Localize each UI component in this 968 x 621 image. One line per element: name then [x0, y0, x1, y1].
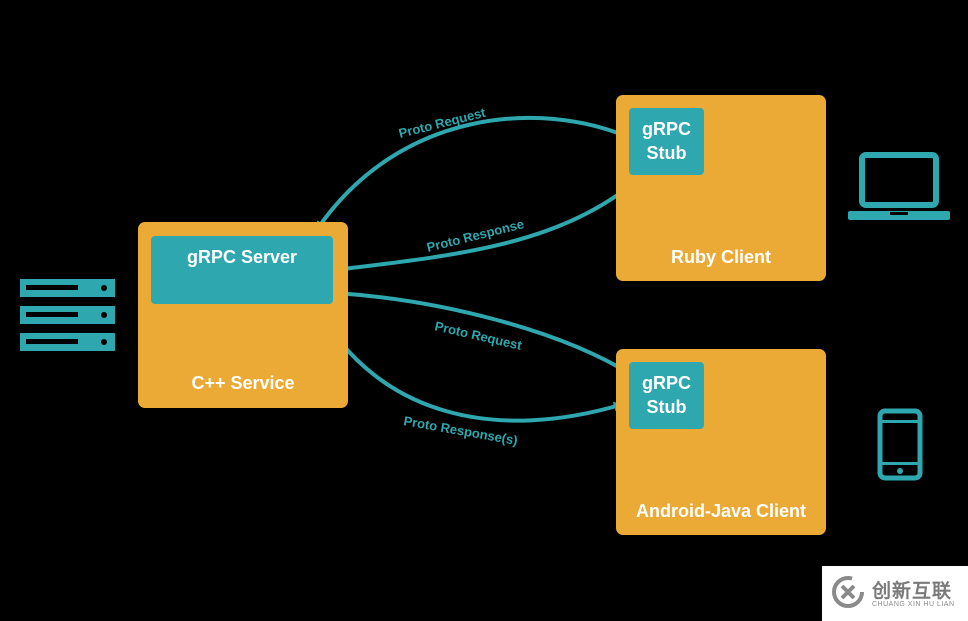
grpc-server-label: gRPC Server — [186, 247, 298, 267]
laptop-icon — [848, 152, 950, 220]
server-rack-icon — [20, 279, 115, 351]
watermark: 创新互联 CHUANG XIN HU LIAN — [822, 566, 968, 621]
android-stub-label-line2: Stub — [646, 397, 687, 417]
arrow-android-request — [332, 288, 634, 377]
watermark-chinese-text: 创新互联 — [872, 580, 953, 602]
android-client-box: gRPC Stub Android-Java Client — [616, 349, 826, 535]
android-stub-label-line1: gRPC — [642, 373, 691, 393]
android-client-label: Android-Java Client — [635, 501, 807, 521]
watermark-english-text: CHUANG XIN HU LIAN — [872, 601, 955, 608]
mobile-phone-icon — [877, 408, 923, 481]
ruby-client-box: gRPC Stub Ruby Client — [616, 95, 826, 281]
arrow-ruby-response — [333, 175, 644, 272]
grpc-server-block: gRPC Server — [151, 236, 333, 304]
ruby-client-label: Ruby Client — [670, 247, 771, 267]
ruby-stub-label-line1: gRPC — [642, 119, 691, 139]
cpp-service-box: gRPC Server C++ Service — [138, 222, 348, 408]
arrow-ruby-request — [315, 116, 629, 232]
watermark-logo-icon — [832, 576, 864, 608]
android-grpc-stub: gRPC Stub — [629, 362, 704, 429]
arrow-android-response — [314, 305, 624, 423]
ruby-grpc-stub: gRPC Stub — [629, 108, 704, 175]
ruby-stub-label-line2: Stub — [646, 143, 687, 163]
cpp-service-label: C++ Service — [191, 373, 295, 393]
